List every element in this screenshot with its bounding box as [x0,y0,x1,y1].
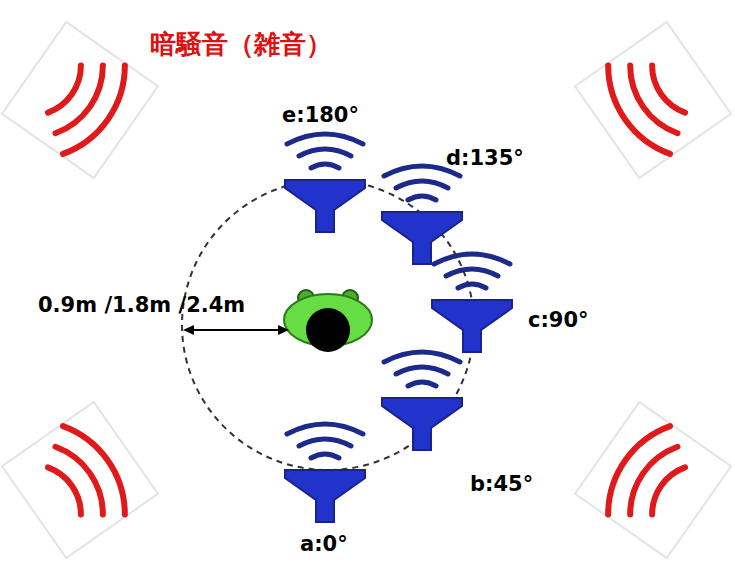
test-speaker [285,134,512,522]
noise-speaker [2,22,731,558]
listener-icon [284,290,372,352]
angle-label: d:135° [446,146,524,170]
noise-title: 暗騒音（雑音） [150,30,332,60]
distance-label: 0.9m /1.8m /2.4m [38,293,245,317]
angle-label: e:180° [282,103,359,127]
angle-label: c:90° [528,308,589,332]
dimension-arrow [183,325,289,335]
angle-label: b:45° [470,472,533,496]
angle-label: a:0° [300,532,348,556]
